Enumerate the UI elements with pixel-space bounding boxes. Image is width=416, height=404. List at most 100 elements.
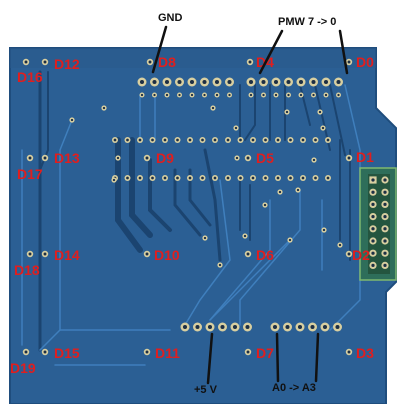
drill-hole — [347, 350, 351, 354]
drill-hole — [326, 176, 330, 180]
drill-hole — [251, 138, 255, 142]
drill-hole — [371, 251, 375, 255]
drill-hole — [323, 79, 329, 85]
drill-hole — [176, 176, 179, 180]
drill-hole — [371, 239, 375, 243]
drill-hole — [145, 156, 149, 160]
drill-hole — [43, 350, 47, 354]
drill-hole — [226, 176, 230, 180]
drill-hole — [347, 156, 351, 160]
drill-hole — [239, 176, 242, 180]
drill-hole — [296, 188, 300, 192]
drill-hole — [248, 60, 252, 64]
drill-hole — [151, 176, 154, 180]
drill-hole — [164, 79, 170, 85]
drill-hole — [190, 93, 194, 97]
drill-hole — [383, 251, 387, 255]
drill-hole — [311, 79, 316, 85]
drill-hole — [336, 79, 341, 85]
label-d7: D7 — [256, 345, 274, 361]
drill-hole — [310, 324, 315, 330]
drill-hole — [153, 93, 156, 97]
label-plus5v: +5 V — [194, 384, 217, 396]
drill-hole — [273, 79, 279, 85]
drill-hole — [272, 324, 278, 330]
drill-hole — [371, 214, 375, 219]
drill-hole — [289, 138, 292, 142]
drill-hole — [322, 228, 326, 232]
drill-hole — [285, 110, 289, 114]
solder-pads — [22, 58, 389, 356]
drill-hole — [28, 252, 32, 256]
drill-hole — [176, 138, 179, 142]
drill-hole — [165, 93, 169, 97]
drill-hole — [138, 138, 142, 142]
label-a0-a3: A0 -> A3 — [272, 382, 316, 394]
label-d5: D5 — [256, 150, 274, 166]
label-d15: D15 — [54, 345, 80, 361]
drill-hole — [245, 324, 250, 330]
drill-hole — [145, 350, 149, 354]
drill-hole — [286, 79, 291, 85]
drill-hole — [201, 176, 204, 180]
label-d11: D11 — [155, 345, 180, 361]
side-connector — [359, 167, 397, 281]
drill-hole — [318, 110, 322, 114]
drill-hole — [228, 93, 231, 97]
drill-hole — [276, 138, 280, 142]
drill-hole — [188, 176, 192, 180]
drill-hole — [163, 176, 167, 180]
drill-hole — [322, 324, 328, 330]
drill-hole — [289, 176, 292, 180]
label-d9: D9 — [156, 150, 174, 166]
drill-hole — [163, 138, 167, 142]
label-d2: D2 — [352, 247, 370, 263]
drill-hole — [178, 93, 181, 97]
drill-hole — [140, 93, 144, 97]
drill-hole — [301, 138, 305, 142]
drill-hole — [285, 324, 290, 330]
label-d1: D1 — [356, 149, 374, 165]
drill-hole — [116, 156, 120, 160]
drill-hole — [24, 350, 28, 354]
drill-hole — [261, 79, 266, 85]
drill-hole — [113, 138, 117, 142]
drill-hole — [211, 106, 215, 110]
drill-hole — [215, 93, 219, 97]
drill-hole — [288, 238, 292, 242]
drill-hole — [182, 324, 188, 330]
label-gnd: GND — [158, 12, 183, 24]
drill-hole — [232, 324, 238, 330]
label-d17: D17 — [17, 166, 43, 182]
label-d3: D3 — [356, 345, 374, 361]
drill-hole — [371, 202, 375, 207]
drill-hole — [383, 227, 387, 231]
drill-hole — [263, 203, 267, 207]
drill-hole — [297, 324, 303, 330]
drill-hole — [249, 93, 253, 97]
drill-hole — [152, 79, 157, 85]
label-d4: D4 — [256, 54, 274, 70]
drill-hole — [218, 263, 222, 267]
pcb-shade — [10, 48, 376, 68]
drill-hole — [248, 79, 254, 85]
drill-hole — [383, 214, 387, 219]
drill-hole — [195, 324, 200, 330]
drill-hole — [202, 79, 207, 85]
drill-hole — [207, 324, 213, 330]
drill-hole — [314, 138, 317, 142]
drill-hole — [246, 156, 250, 160]
label-d13: D13 — [54, 150, 80, 166]
drill-hole — [203, 93, 206, 97]
drill-hole — [371, 263, 375, 268]
drill-hole — [278, 190, 282, 194]
drill-hole — [43, 60, 47, 64]
drill-hole — [148, 60, 152, 64]
label-d16: D16 — [17, 69, 43, 85]
drill-hole — [326, 138, 330, 142]
drill-hole — [371, 227, 375, 231]
drill-hole — [371, 178, 375, 182]
drill-hole — [43, 252, 47, 256]
drill-hole — [151, 138, 154, 142]
